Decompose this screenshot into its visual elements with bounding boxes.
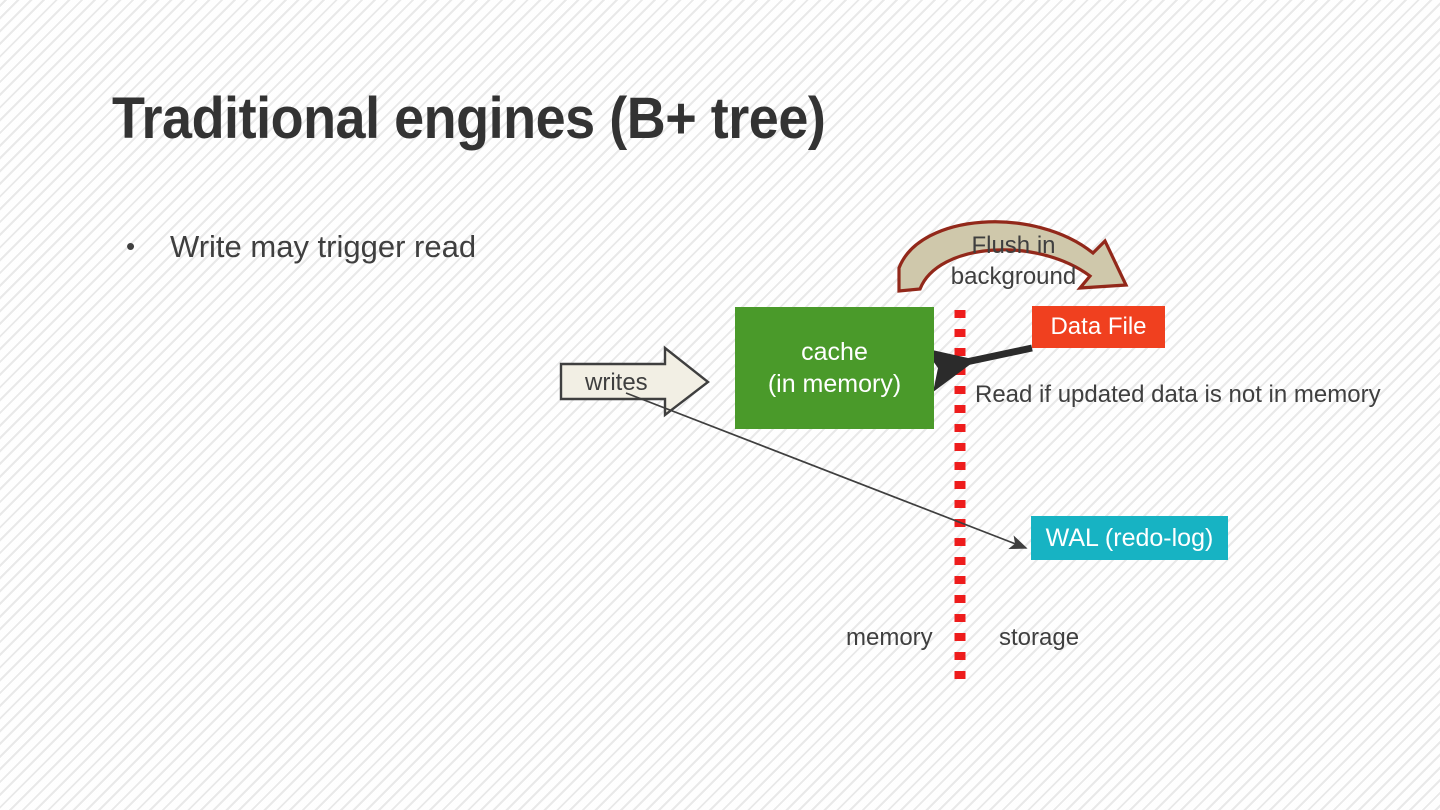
storage-side-label: storage (999, 624, 1080, 651)
bullet-marker-icon: • (126, 231, 136, 261)
data-file-box-label: Data File (1050, 313, 1147, 340)
flush-in-background-label: Flush in background (941, 231, 1086, 292)
flush-label-line2: background (950, 262, 1077, 290)
memory-side-label: memory (846, 624, 933, 651)
writes-block-arrow-icon (559, 345, 710, 418)
wal-box-label: WAL (redo-log) (1045, 523, 1214, 552)
cache-box-label: cache (in memory) (768, 336, 901, 400)
writes-arrow-label: writes (585, 369, 648, 396)
bullet-list: • Write may trigger read (126, 228, 686, 267)
read-arrow-icon (923, 344, 1033, 392)
cache-box-label-line2: (in memory) (767, 370, 902, 398)
cache-box[interactable]: cache (in memory) (735, 307, 934, 429)
write-to-wal-arrow-icon (625, 392, 1028, 549)
cache-box-label-line1: cache (801, 338, 868, 366)
bullet-text: Write may trigger read (170, 229, 477, 264)
wal-box[interactable]: WAL (redo-log) (1031, 516, 1228, 560)
page-title: Traditional engines (B+ tree) (112, 85, 826, 151)
list-item: • Write may trigger read (126, 228, 686, 267)
flush-arrow-icon (897, 220, 1129, 293)
flush-label-line1: Flush in (971, 232, 1056, 259)
data-file-box[interactable]: Data File (1032, 306, 1165, 348)
read-condition-label: Read if updated data is not in memory (975, 381, 1381, 408)
